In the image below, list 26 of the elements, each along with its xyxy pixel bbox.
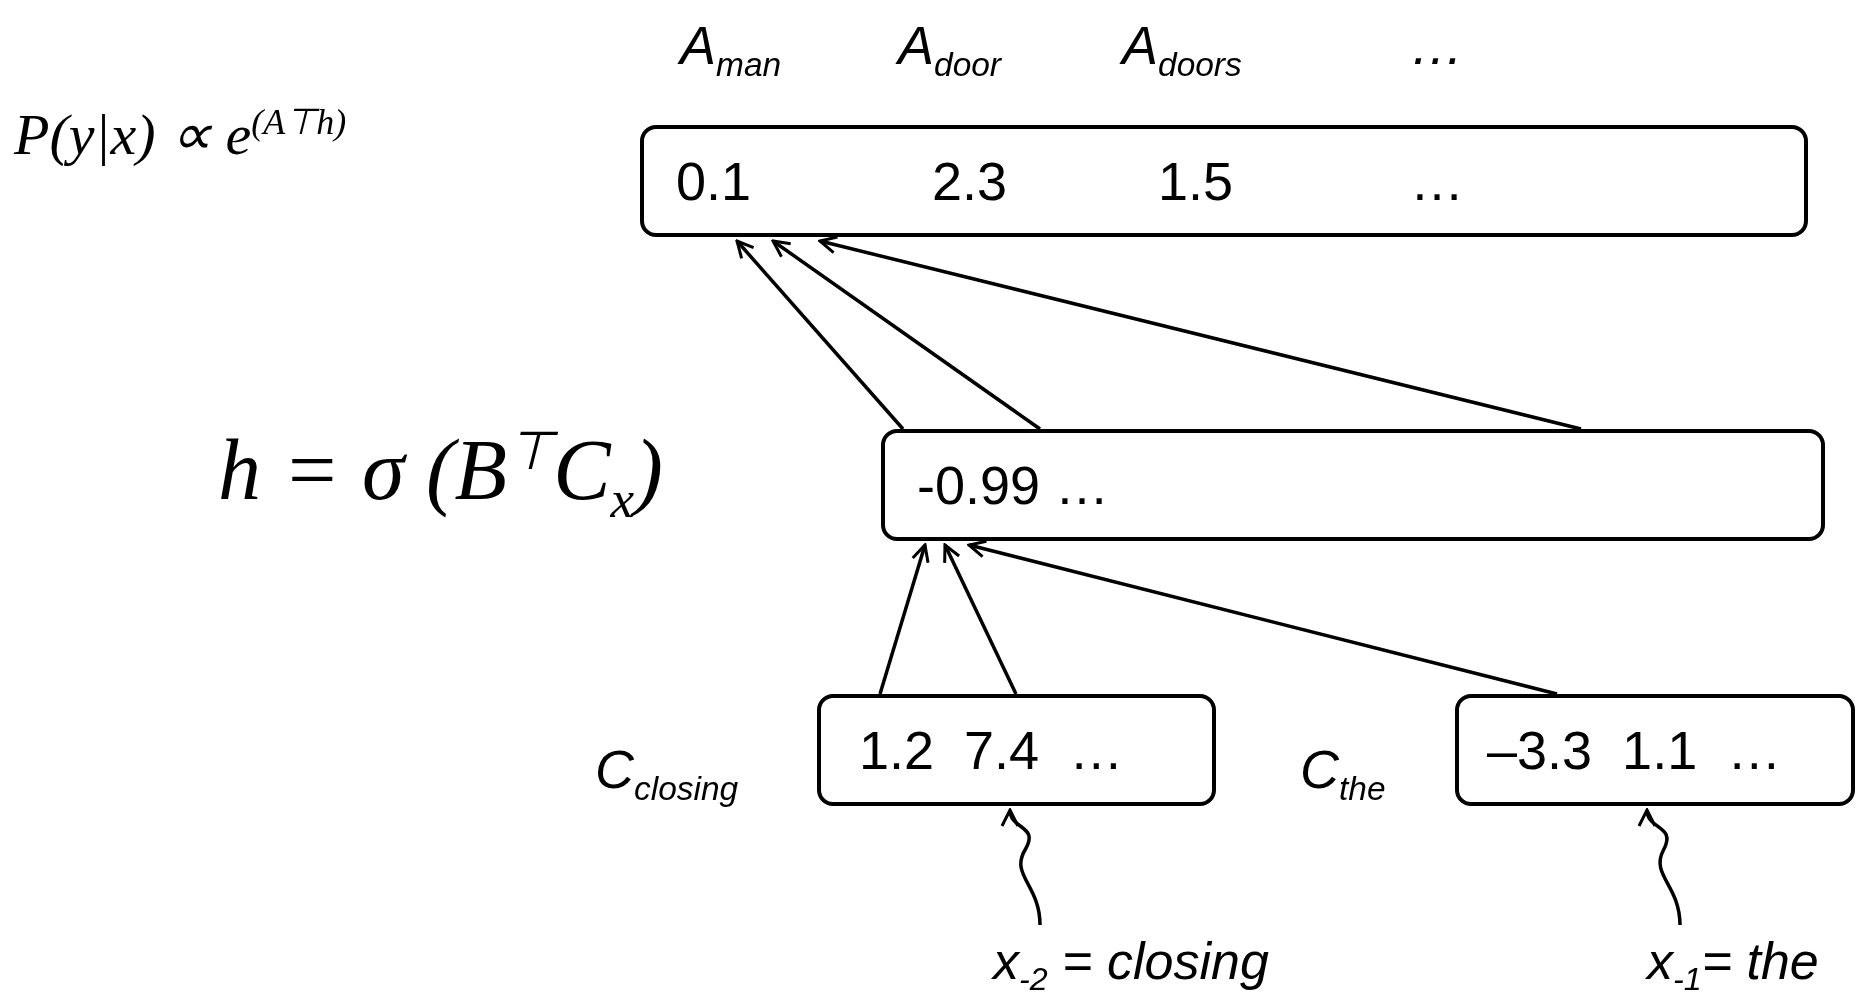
arrow [818,235,1582,431]
arrow [967,539,1558,696]
word-label: x$_{-2}$ = closing [993,935,1269,996]
vector-label: … [1410,18,1464,72]
vector-value: –3.3 1.1 … [1487,723,1782,777]
vector-value: -0.99 … [917,458,1110,512]
arrow [735,239,905,431]
arrow [1002,808,1042,926]
vector-value: 1.2 7.4 … [859,723,1124,777]
arrow [771,239,1041,431]
arrow [1639,808,1682,926]
formula: h = σ (B$^{⊤}$C$_{x}$) [218,425,663,527]
vector-value: … [1410,154,1464,208]
word-label: x$_{-1}$= the [1647,935,1819,996]
arrow [943,543,1018,695]
vector-label: C$_{the}$ [1300,742,1386,806]
vector-box [817,694,1216,806]
vector-box [1455,694,1855,806]
formula: P(y|x) ∝ e$^{(A⊤h)}$ [14,105,347,165]
vector-value: 2.3 [932,154,1008,208]
vector-value: 1.5 [1158,154,1234,208]
arrow [878,543,930,695]
vector-box [640,125,1808,237]
vector-box [881,429,1825,541]
vector-label: C$_{closing}$ [595,742,739,806]
vector-value: 0.1 [676,154,752,208]
